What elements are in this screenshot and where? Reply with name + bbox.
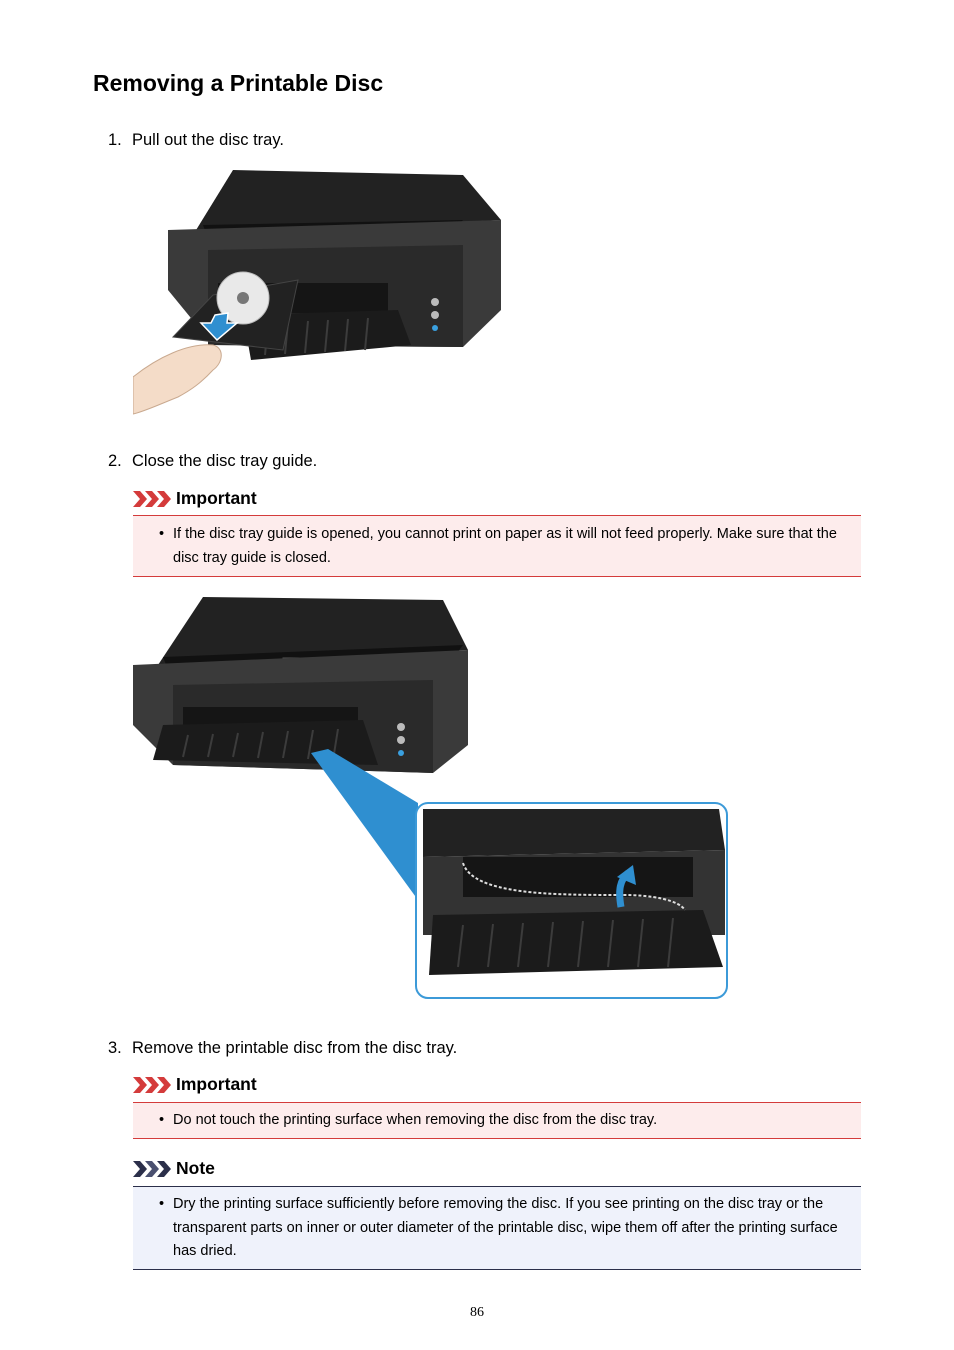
important-text: If the disc tray guide is opened, you ca… xyxy=(173,526,837,566)
note-box: • Dry the printing surface sufficiently … xyxy=(133,1186,861,1270)
page-title: Removing a Printable Disc xyxy=(93,70,384,96)
list-item: • Dry the printing surface sufficiently … xyxy=(133,1187,861,1270)
step-text: Close the disc tray guide. xyxy=(132,452,318,470)
note-heading: Note xyxy=(133,1158,215,1179)
note-icon xyxy=(133,1159,171,1179)
bullet: • xyxy=(159,526,165,542)
bullet: • xyxy=(159,1196,165,1212)
page-number: 86 xyxy=(470,1305,484,1320)
important-icon xyxy=(133,489,171,509)
step-text: Remove the printable disc from the disc … xyxy=(132,1039,458,1057)
important-heading-2: Important xyxy=(133,1074,257,1095)
important-label: Important xyxy=(176,1074,257,1094)
note-label: Note xyxy=(176,1158,215,1178)
important-heading-1: Important xyxy=(133,488,257,509)
step-number: 1. xyxy=(108,131,122,149)
important-label: Important xyxy=(176,488,257,508)
step-1: 1. Pull out the disc tray. xyxy=(108,131,284,150)
step-number: 2. xyxy=(108,452,122,470)
printer-pull-tray-illustration xyxy=(133,170,501,415)
printer-close-guide-illustration xyxy=(133,597,728,999)
step-text: Pull out the disc tray. xyxy=(132,131,284,149)
important-box-2: • Do not touch the printing surface when… xyxy=(133,1102,861,1139)
step-number: 3. xyxy=(108,1039,122,1057)
list-item: • If the disc tray guide is opened, you … xyxy=(133,516,861,576)
important-icon xyxy=(133,1075,171,1095)
important-box-1: • If the disc tray guide is opened, you … xyxy=(133,515,861,577)
step-2: 2. Close the disc tray guide. xyxy=(108,452,317,471)
step-3: 3. Remove the printable disc from the dis… xyxy=(108,1039,457,1058)
important-text: Do not touch the printing surface when r… xyxy=(173,1112,658,1128)
bullet: • xyxy=(159,1112,165,1128)
note-text: Dry the printing surface sufficiently be… xyxy=(173,1196,838,1259)
list-item: • Do not touch the printing surface when… xyxy=(133,1103,861,1139)
